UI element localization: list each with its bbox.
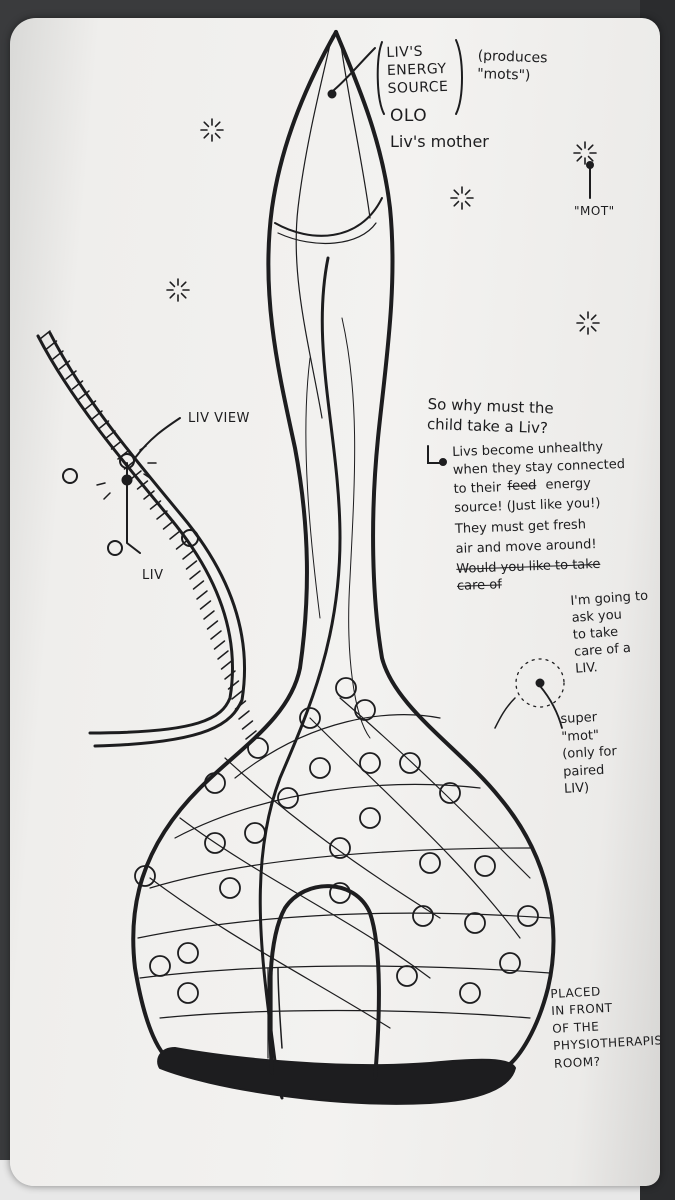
sparkle-ray — [466, 202, 470, 206]
branch-hatch — [201, 601, 211, 609]
mot-circle — [245, 823, 265, 843]
tree-outline — [133, 32, 336, 1063]
mot-circle — [336, 678, 356, 698]
mot-circle — [220, 878, 240, 898]
sparkle-ray — [216, 134, 220, 138]
sparkle-ray — [454, 202, 458, 206]
branch-hatch — [187, 561, 197, 569]
branch-hatch — [222, 661, 232, 669]
super-mot-label: super "mot" (only for paired LIV) — [560, 708, 619, 798]
energy-word: energy — [545, 477, 591, 495]
notebook-page: LIV'S ENERGY SOURCE (produces "mots") OL… — [10, 18, 660, 1186]
branch-hatch — [190, 571, 200, 579]
branch-hatch — [197, 591, 207, 599]
branch-outline — [38, 336, 233, 733]
branch-hatch — [183, 551, 193, 559]
sparkle-ray — [580, 315, 584, 319]
sparkle-ray — [592, 315, 596, 319]
sparkle-ray — [204, 134, 208, 138]
sparkle-ray — [182, 294, 186, 298]
branch-hatch — [164, 521, 174, 529]
mot-circle — [178, 943, 198, 963]
mot-circle — [248, 738, 268, 758]
tree-base — [158, 1048, 515, 1104]
mot-label: "MOT" — [574, 204, 615, 219]
branch-hatch — [112, 441, 122, 449]
sparkle-ray — [182, 282, 186, 286]
sparkle-ray — [592, 327, 596, 331]
mot-circle — [420, 853, 440, 873]
branch-hatch — [204, 611, 214, 619]
branch-hatch — [229, 681, 239, 689]
strike-line-2: care of — [457, 578, 502, 596]
branch-hatch — [232, 691, 242, 699]
mot-circle — [178, 983, 198, 1003]
mot-circle — [150, 956, 170, 976]
placed-note: PLACED IN FRONT OF THE PHYSIOTHERAPIST R… — [550, 980, 660, 1073]
mot-circle — [475, 856, 495, 876]
branch-hatch — [208, 621, 218, 629]
sparkle-ray — [466, 190, 470, 194]
feed-strike: feed — [507, 478, 536, 495]
sparkle-ray — [216, 122, 220, 126]
produces-mots-label: (produces "mots") — [477, 48, 548, 85]
mot-circle — [460, 983, 480, 1003]
mot-circle — [413, 906, 433, 926]
olo-label: OLO — [390, 106, 427, 127]
sparkle-ray — [170, 282, 174, 286]
branch-hatch — [40, 331, 50, 339]
answer-note: Livs become unhealthy when they stay con… — [452, 437, 660, 599]
branch-hatch — [243, 721, 253, 729]
question-note: So why must the child take a Liv? — [427, 395, 554, 438]
branch-hatch — [211, 631, 221, 639]
branch-hatch — [194, 581, 204, 589]
sparkle-ray — [589, 157, 593, 161]
answer-text-2: source! (Just like you!) They must get f… — [454, 492, 660, 560]
mot-circle — [465, 913, 485, 933]
sparkle-ray — [454, 190, 458, 194]
sparkle-ray — [589, 145, 593, 149]
liv-view-label: LIV VIEW — [188, 411, 250, 427]
livs-mother-label: Liv's mother — [390, 132, 489, 152]
branch-hatch — [218, 651, 228, 659]
sparkle-ray — [577, 145, 581, 149]
continue-note: I'm going to ask you to take care of a L… — [570, 589, 653, 679]
sparkle-ray — [580, 327, 584, 331]
mot-circle — [360, 753, 380, 773]
branch-hatch — [239, 711, 249, 719]
liv-label: LIV — [142, 568, 163, 584]
branch-hatch — [215, 641, 225, 649]
sparkle-ray — [204, 122, 208, 126]
branch-hatch — [170, 531, 180, 539]
mot-circle — [310, 758, 330, 778]
branch-hatch — [157, 511, 167, 519]
branch-hatch — [105, 431, 115, 439]
mot-circle — [360, 808, 380, 828]
mot-circle — [397, 966, 417, 986]
energy-source-label: LIV'S ENERGY SOURCE — [386, 42, 449, 99]
sparkle-ray — [170, 294, 174, 298]
mot-circle — [400, 753, 420, 773]
sparkle-ray — [577, 157, 581, 161]
